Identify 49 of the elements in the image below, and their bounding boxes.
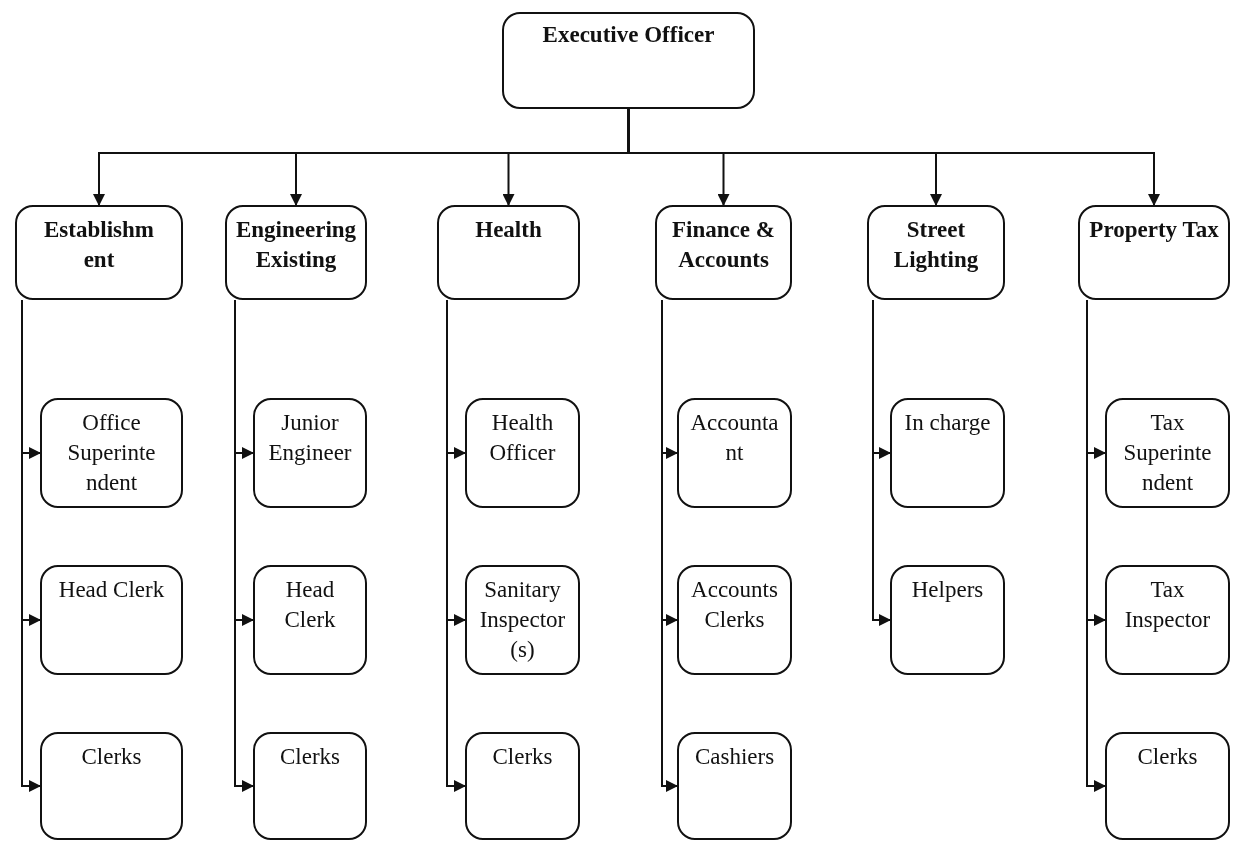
box-label: In charge (904, 409, 991, 437)
department-box (655, 205, 792, 300)
box-label: Accounta nt (689, 409, 780, 467)
box-label: Executive Officer (542, 21, 715, 49)
position-box (253, 398, 367, 508)
position-box (465, 565, 580, 675)
department-box (15, 205, 183, 300)
box-label: Engineering Existing (234, 216, 358, 274)
department-box (1078, 205, 1230, 300)
position-box (253, 565, 367, 675)
connector-arrow (872, 299, 891, 626)
box-label: Head Clerk (58, 576, 165, 604)
position-box (40, 398, 183, 508)
box-label: Health Officer (488, 409, 557, 467)
position-box (1105, 398, 1230, 508)
position-box (677, 732, 792, 840)
position-box (890, 398, 1005, 508)
box-label: Clerks (279, 743, 341, 771)
box-label: Accounts Clerks (690, 576, 779, 634)
position-box (465, 398, 580, 508)
box-label: Clerks (81, 743, 142, 771)
head-box (502, 12, 755, 109)
position-box (253, 732, 367, 840)
box-label: Office Superinte ndent (66, 409, 157, 497)
position-box (677, 398, 792, 508)
department-box (437, 205, 580, 300)
box-label: Junior Engineer (267, 409, 353, 467)
department-box (225, 205, 367, 300)
box-label: Sanitary Inspector (s) (478, 576, 567, 664)
box-label: Property Tax (1089, 216, 1219, 244)
box-label: Cashiers (694, 743, 775, 771)
box-label: Establishm ent (43, 216, 155, 274)
position-box (1105, 732, 1230, 840)
box-label: Health (475, 216, 542, 244)
box-label: Clerks (1137, 743, 1198, 771)
box-label: Head Clerk (283, 576, 337, 634)
position-box (40, 565, 183, 675)
position-box (40, 732, 183, 840)
box-label: Finance & Accounts (671, 216, 776, 274)
box-label: Tax Superinte ndent (1122, 409, 1213, 497)
position-box (465, 732, 580, 840)
box-label: Street Lighting (892, 216, 980, 274)
position-box (890, 565, 1005, 675)
box-label: Tax Inspector (1123, 576, 1212, 634)
position-box (1105, 565, 1230, 675)
position-box (677, 565, 792, 675)
department-box (867, 205, 1005, 300)
box-label: Helpers (911, 576, 984, 604)
box-label: Clerks (492, 743, 553, 771)
